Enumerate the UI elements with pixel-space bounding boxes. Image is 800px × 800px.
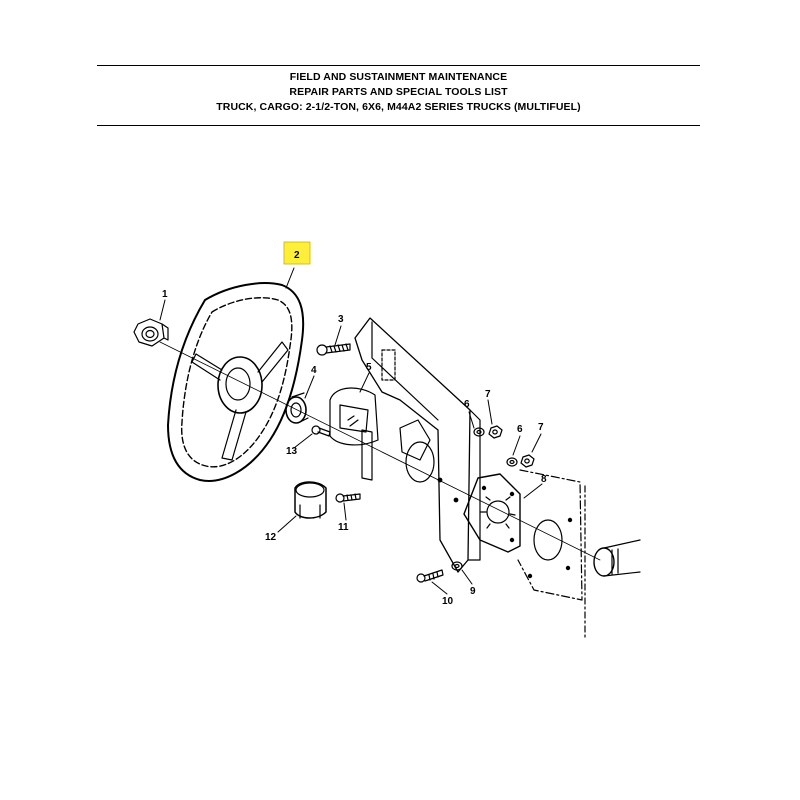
screw-lower-part [335,493,361,503]
center-axis-line [159,341,601,561]
column-panel-part [354,317,481,573]
callout-2: 2 [294,250,300,261]
clamp-part [294,481,327,519]
callout-3: 3 [338,314,344,325]
nut-part [133,318,169,347]
header-bottom-rule [97,125,700,126]
callout-7-upper: 7 [485,389,491,400]
header-title-line1: FIELD AND SUSTAINMENT MAINTENANCE [289,71,508,83]
callout-1: 1 [162,289,168,300]
callout-12: 12 [265,532,277,543]
header-top-rule [97,65,700,66]
steering-wheel-part [167,282,305,482]
firewall-plate-part [517,469,583,601]
bolt-part [416,569,444,583]
callout-7-lower: 7 [538,422,544,433]
highlight-box [283,241,311,265]
callout-11: 11 [338,522,349,533]
steering-shaft-part [584,485,641,641]
callout-9: 9 [470,586,476,597]
callout-8: 8 [541,474,547,485]
callout-6-lower: 6 [517,424,523,435]
page-header: FIELD AND SUSTAINMENT MAINTENANCE REPAIR… [97,70,700,115]
header-title-line3: TRUCK, CARGO: 2-1/2-TON, 6X6, M44A2 SERI… [216,101,581,113]
leader-lines [159,267,543,595]
washer-nut-lower [506,454,535,468]
washer-part [451,561,463,571]
small-screw-part [311,425,331,437]
screw-top-part [316,343,351,356]
callout-5: 5 [366,362,372,373]
spacer-ring-part [285,392,309,424]
washer-nut-upper [473,425,503,439]
callout-13: 13 [286,446,298,457]
mounting-plate-part [463,473,521,553]
callout-4: 4 [311,365,317,376]
header-title-line2: REPAIR PARTS AND SPECIAL TOOLS LIST [289,86,508,98]
callout-10: 10 [442,596,454,607]
switch-housing-part [329,387,379,481]
callout-6-upper: 6 [464,399,470,410]
